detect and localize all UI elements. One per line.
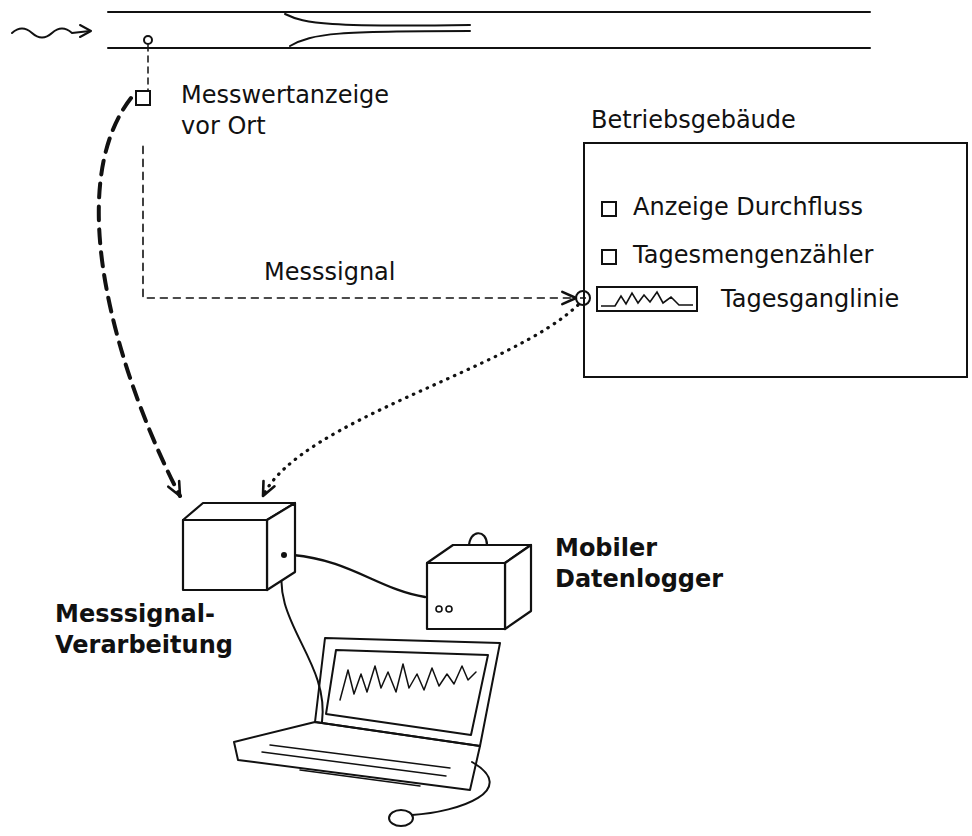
node-label: Mobiler Datenlogger xyxy=(555,533,740,595)
laptop-cable xyxy=(281,560,322,722)
logger-face xyxy=(505,545,531,629)
logger-symbol xyxy=(425,525,535,635)
operations-building: BetriebsgebäudeAnzeige DurchflussTagesme… xyxy=(583,105,968,378)
laptop-keys xyxy=(262,745,450,786)
laptop-base xyxy=(234,722,480,790)
cube-face xyxy=(267,503,295,590)
arrow-head xyxy=(562,292,576,304)
arrow-head xyxy=(263,481,274,496)
text-column: Anzeige Durchfluss xyxy=(633,192,863,223)
item-row: Tagesganglinie xyxy=(595,284,899,315)
text-column: Messsignal- Verarbeitung xyxy=(55,599,270,661)
text-column: Tagesganglinie xyxy=(721,284,899,315)
flow-arrow-head xyxy=(80,25,91,37)
node-label: Anzeige Durchfluss xyxy=(633,192,863,223)
daily-curve-symbol xyxy=(595,284,701,314)
flow-display: Anzeige Durchfluss xyxy=(601,192,863,223)
daily-counter: Tagesmengenzähler xyxy=(601,240,873,271)
laptop-display xyxy=(326,650,488,735)
node-label: Tagesmengenzähler xyxy=(633,240,873,271)
item-row: Mobiler Datenlogger xyxy=(425,525,740,635)
cable-port xyxy=(281,552,287,558)
square-symbol xyxy=(601,249,617,265)
node-label: Messwertanzeige vor Ort xyxy=(181,80,431,142)
item-row: Tagesmengenzähler xyxy=(601,240,873,271)
laptop-screen xyxy=(315,638,500,746)
curve-frame xyxy=(597,287,697,311)
channel-wall xyxy=(108,11,870,13)
sensor-line xyxy=(147,45,149,94)
text-column: Mobiler Datenlogger xyxy=(555,533,740,595)
sensor-point xyxy=(144,36,152,44)
cube-face xyxy=(183,520,267,590)
square-symbol xyxy=(135,90,151,106)
logger-display xyxy=(436,606,442,612)
daily-curve: Tagesganglinie xyxy=(595,284,899,315)
cube-symbol xyxy=(55,500,305,595)
local-display: Messwertanzeige vor Ort xyxy=(135,80,431,142)
flume-contraction xyxy=(285,14,470,26)
building-heading: Betriebsgebäude xyxy=(591,105,968,136)
text-column: Messwertanzeige vor Ort xyxy=(181,80,431,142)
signal-processing: Messsignal- Verarbeitung xyxy=(55,500,305,661)
connector xyxy=(293,555,425,597)
connector xyxy=(99,98,180,496)
text-column: Tagesmengenzähler xyxy=(633,240,873,271)
item-row: Messwertanzeige vor Ort xyxy=(135,80,431,142)
logger-display xyxy=(446,606,452,612)
mouse-cable xyxy=(412,762,490,815)
flume-contraction xyxy=(290,31,470,46)
square-symbol xyxy=(601,201,617,217)
mouse xyxy=(389,810,413,826)
item-row: Anzeige Durchfluss xyxy=(601,192,863,223)
flow-arrow xyxy=(12,29,90,38)
connector xyxy=(143,146,576,298)
node-label: Messsignal- Verarbeitung xyxy=(55,599,270,661)
building-frame: Anzeige DurchflussTagesmengenzählerTages… xyxy=(583,142,968,378)
curve-line xyxy=(601,292,693,306)
connector xyxy=(263,305,578,496)
channel-wall xyxy=(108,47,870,49)
screen-graph xyxy=(340,664,476,700)
signal-label: Messsignal xyxy=(261,258,398,287)
node-label: Tagesganglinie xyxy=(721,284,899,315)
logger-face xyxy=(427,563,505,629)
arrow-head xyxy=(168,481,180,496)
data-logger: Mobiler Datenlogger xyxy=(425,525,740,635)
